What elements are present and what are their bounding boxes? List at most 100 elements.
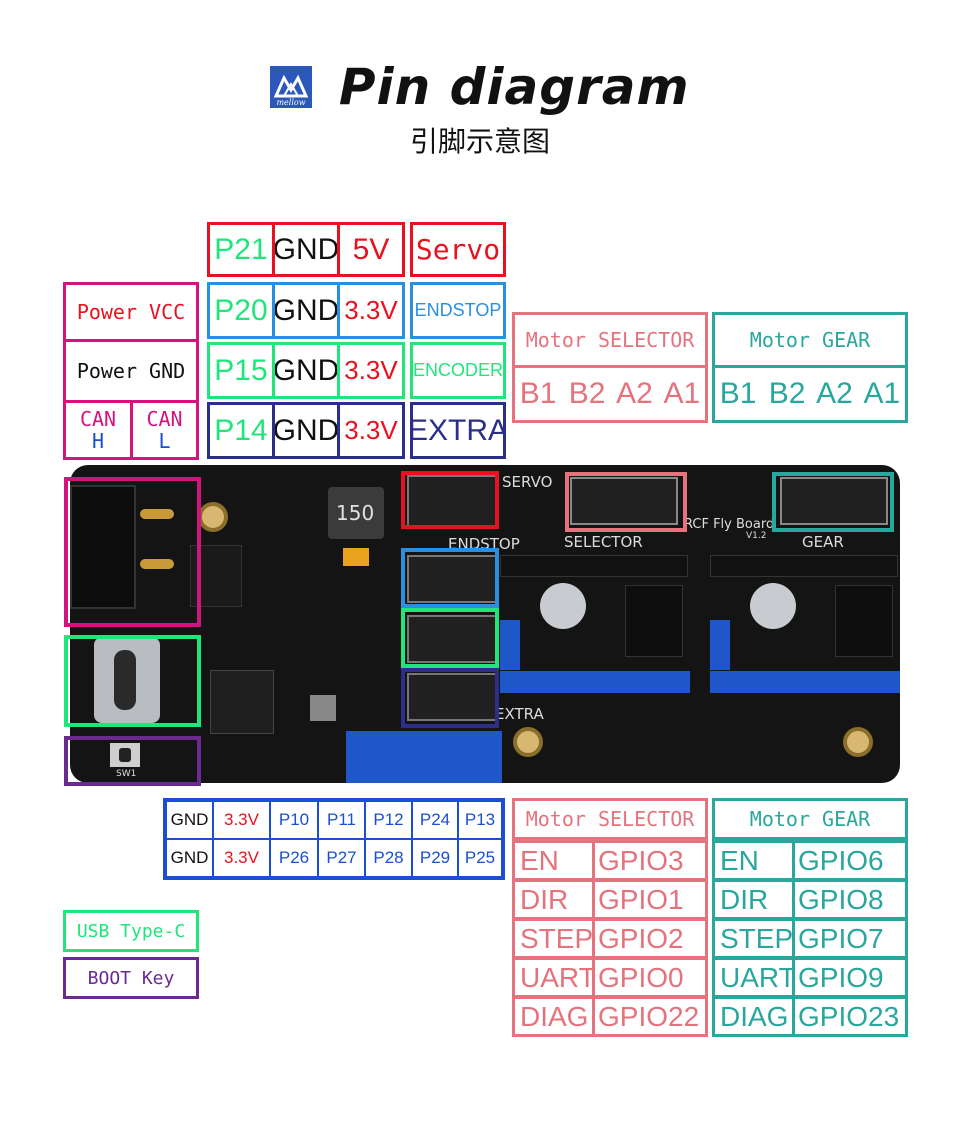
motor_gear_bottom-signal-2: STEP xyxy=(712,918,795,959)
power-pin-2 xyxy=(140,559,174,569)
pin-5v: 5V xyxy=(337,222,405,277)
gpio-cell-row2-4: P28 xyxy=(365,839,412,877)
inductor xyxy=(328,487,384,539)
page-title: Pin diagram xyxy=(338,58,690,116)
motor_gear_bottom-gpio-1: GPIO8 xyxy=(792,879,908,920)
legend-boot: BOOT Key xyxy=(63,957,199,999)
mount-hole-3 xyxy=(843,727,873,757)
gpio-cell-row1-4: P12 xyxy=(365,801,412,839)
motor_selector_bottom-gpio-1: GPIO1 xyxy=(592,879,708,920)
label-extra: EXTRA xyxy=(410,402,506,459)
motor-gear-top-title: Motor GEAR xyxy=(712,312,908,368)
gpio-cell-row2-5: P29 xyxy=(412,839,458,877)
driver-socket-gear-bottom xyxy=(710,671,900,693)
motor_selector_bottom-gpio-0: GPIO3 xyxy=(592,840,708,881)
can-h-bottom: H xyxy=(91,429,105,453)
selector-highlight xyxy=(565,472,687,532)
boot-highlight xyxy=(64,736,201,786)
inductor-label: 150 xyxy=(336,501,375,525)
pin-p20: P20 xyxy=(207,282,275,339)
header: mellow Pin diagram xyxy=(0,58,960,116)
can-l-label: CAN L xyxy=(130,400,199,460)
motor_selector_bottom-signal-2: STEP xyxy=(512,918,595,959)
gpio-table xyxy=(163,798,505,880)
jumper-gear xyxy=(710,620,730,670)
crystal xyxy=(310,695,336,721)
extra-highlight xyxy=(401,668,499,728)
gear-highlight xyxy=(772,472,894,532)
motor_gear_bottom-signal-0: EN xyxy=(712,840,795,881)
can-l-bottom: L xyxy=(158,429,171,453)
usb-highlight xyxy=(64,635,201,727)
pin-p14: P14 xyxy=(207,402,275,459)
dip-header-selector xyxy=(625,585,683,657)
can-l-top: CAN xyxy=(146,407,183,431)
selector-silk: SELECTOR xyxy=(564,533,643,551)
gpio-cell-row1-1: 3.3V xyxy=(213,801,270,839)
pin-3v3-1: 3.3V xyxy=(337,282,405,339)
encoder-connector xyxy=(407,615,497,663)
power-connector xyxy=(70,485,136,609)
legend-usb: USB Type-C xyxy=(63,910,199,952)
gpio-cell-row1-2: P10 xyxy=(270,801,318,839)
gpio-cell-row2-1: 3.3V xyxy=(213,839,270,877)
motor-gear-top-pins: B1 B2 A2 A1 xyxy=(712,365,908,423)
gpio-cell-row2-6: P25 xyxy=(458,839,502,877)
driver-socket-selector-bottom xyxy=(500,671,690,693)
servo-silk: SERVO xyxy=(502,473,553,491)
usb-c-slot xyxy=(114,650,136,710)
gear-silk: GEAR xyxy=(802,533,844,551)
pin-gnd-4: GND xyxy=(272,402,340,459)
logo-text: mellow xyxy=(277,98,306,107)
motor_selector_bottom-signal-1: DIR xyxy=(512,879,595,920)
motor_gear_bottom-gpio-4: GPIO23 xyxy=(792,996,908,1037)
page-subtitle: 引脚示意图 xyxy=(409,125,550,158)
mount-hole-2 xyxy=(513,727,543,757)
power-gnd-label: Power GND xyxy=(63,339,199,403)
gpio-cell-row1-6: P13 xyxy=(458,801,502,839)
gpio-cell-row1-5: P24 xyxy=(412,801,458,839)
encoder-highlight xyxy=(401,608,499,668)
gpio-cell-row1-3: P11 xyxy=(318,801,365,839)
motor_gear_bottom-signal-3: UART xyxy=(712,957,795,998)
endstop-connector xyxy=(407,555,497,603)
driver-socket-selector-top xyxy=(500,555,688,577)
mcu-chip xyxy=(210,670,274,734)
pin-3v3-3: 3.3V xyxy=(337,402,405,459)
motor_selector_bottom-signal-0: EN xyxy=(512,840,595,881)
dip-header-gear xyxy=(835,585,893,657)
servo-highlight xyxy=(401,471,499,529)
extra-silk: EXTRA xyxy=(495,705,544,723)
label-endstop: ENDSTOP xyxy=(410,282,506,339)
gpio-cell-row2-2: P26 xyxy=(270,839,318,877)
can-h-top: CAN xyxy=(79,407,117,431)
power-highlight xyxy=(64,477,201,627)
motor-selector-bottom-title: Motor SELECTOR xyxy=(512,798,708,840)
driver-socket-gear-top xyxy=(710,555,898,577)
version-silk: V1.2 xyxy=(746,531,767,541)
motor_gear_bottom-gpio-2: GPIO7 xyxy=(792,918,908,959)
can-h-label: CAN H xyxy=(63,400,133,460)
motor_gear_bottom-signal-4: DIAG xyxy=(712,996,795,1037)
motor_selector_bottom-gpio-4: GPIO22 xyxy=(592,996,708,1037)
motor_gear_bottom-gpio-3: GPIO9 xyxy=(792,957,908,998)
power-pin-1 xyxy=(140,509,174,519)
gpio-cell-row2-3: P27 xyxy=(318,839,365,877)
pin-p21: P21 xyxy=(207,222,275,277)
brand-silk: RCF Fly Board xyxy=(684,517,775,532)
pin-p15: P15 xyxy=(207,342,275,399)
motor_gear_bottom-signal-1: DIR xyxy=(712,879,795,920)
pin-gnd-2: GND xyxy=(272,282,340,339)
label-servo: Servo xyxy=(410,222,506,277)
endstop-highlight xyxy=(401,548,499,608)
extra-connector xyxy=(407,673,497,721)
gpio-cell-row2-0: GND xyxy=(166,839,213,877)
sw1-label: SW1 xyxy=(116,769,137,779)
motor_selector_bottom-signal-3: UART xyxy=(512,957,595,998)
pin-gnd-3: GND xyxy=(272,342,340,399)
motor-selector-top-title: Motor SELECTOR xyxy=(512,312,708,368)
mellow-logo-icon: mellow xyxy=(270,66,313,108)
capacitor-2 xyxy=(750,583,796,629)
mount-hole-1 xyxy=(198,502,228,532)
motor-gear-bottom-title: Motor GEAR xyxy=(712,798,908,840)
